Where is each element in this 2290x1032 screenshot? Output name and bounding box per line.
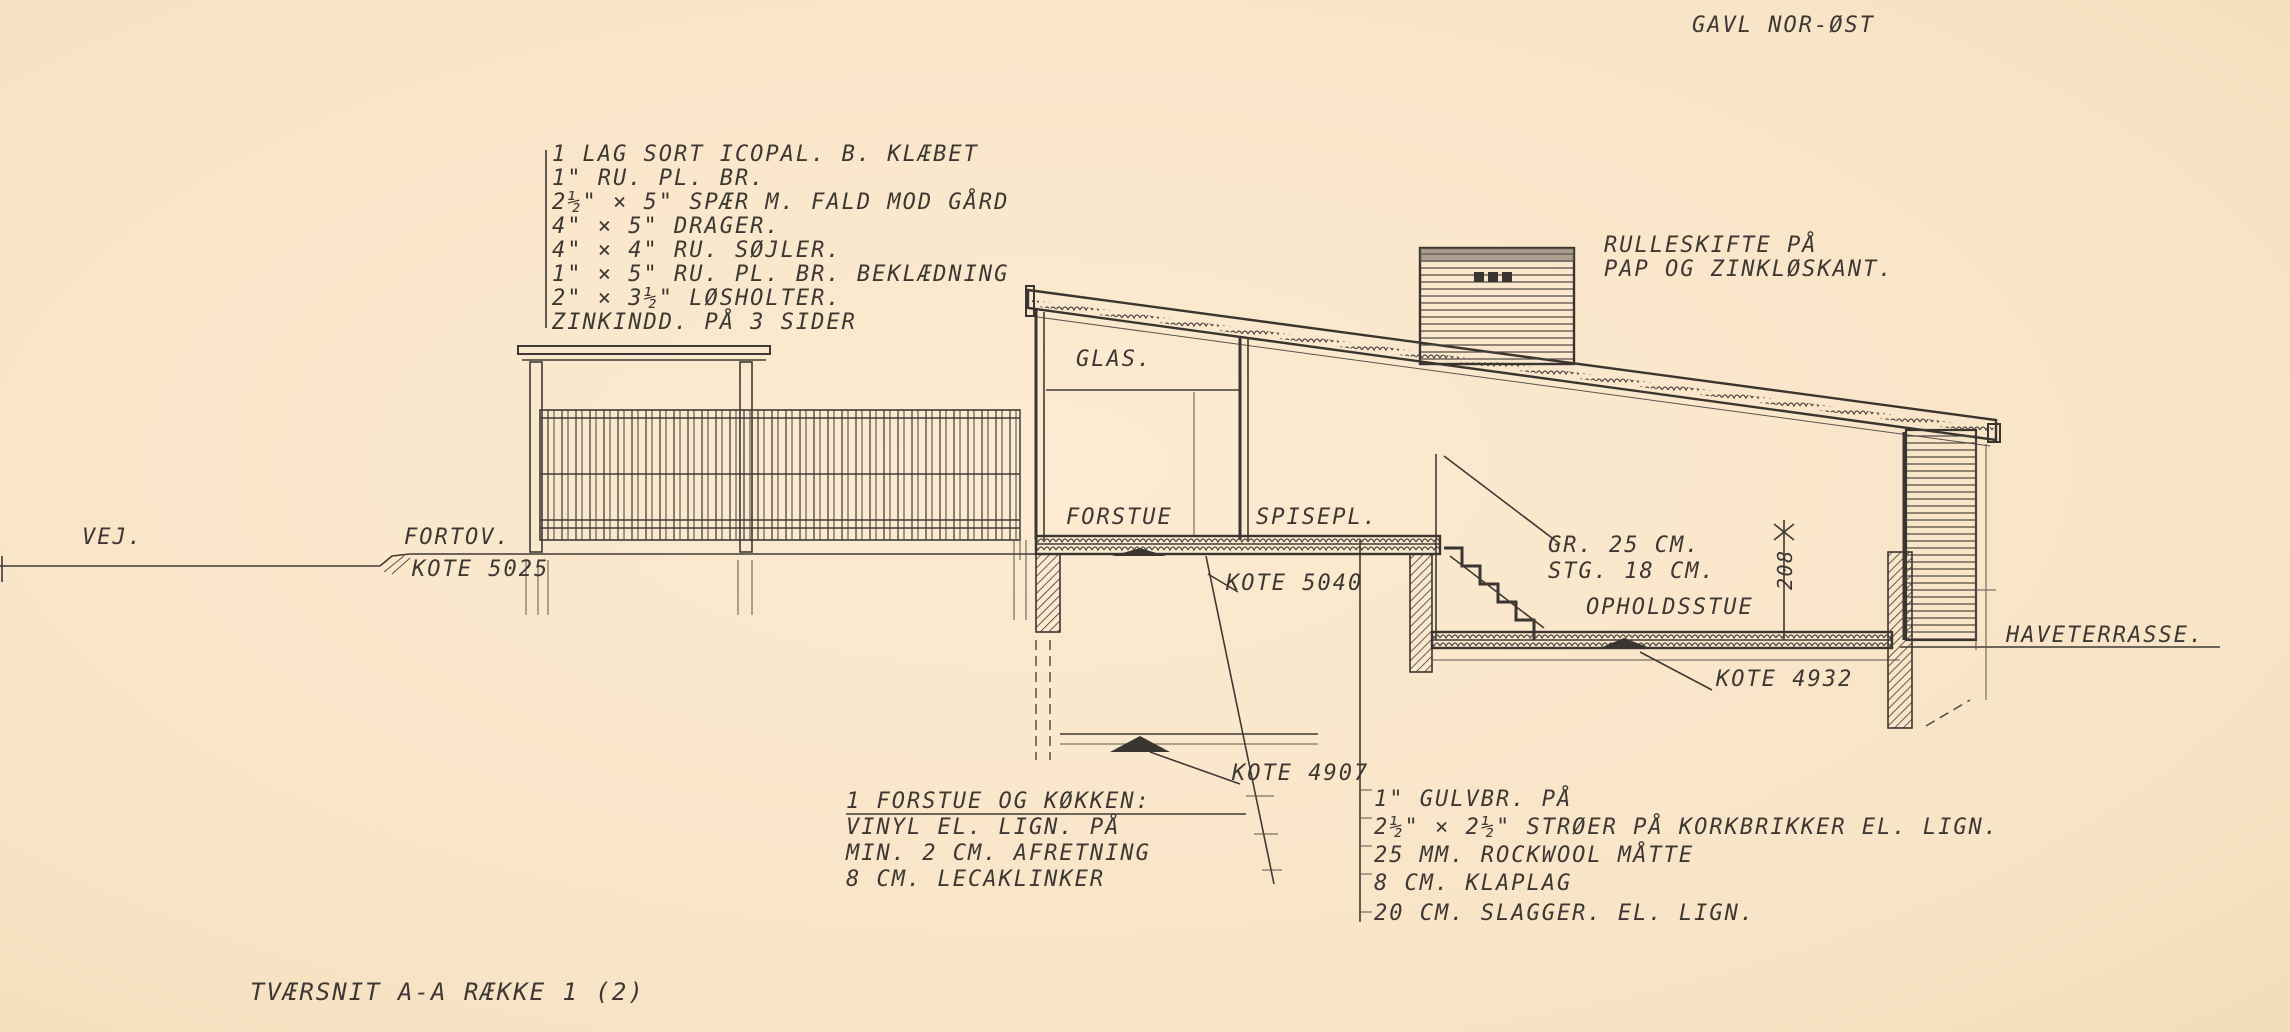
sidewalk-label: FORTOV. [404, 525, 511, 550]
stair-rise: STG. 18 CM. [1548, 559, 1716, 584]
living-floor-4: 8 CM. KLAPLAG [1374, 871, 1572, 896]
roof-layer-3: 2½" × 5" SPÆR M. FALD MOD GÅRD [552, 188, 1009, 215]
hall-level: KOTE 5040 [1225, 571, 1363, 596]
stair-tread: GR. 25 CM. [1548, 533, 1700, 558]
chimney [1418, 246, 1576, 366]
roof-layer-8: ZINKINDD. PÅ 3 SIDER [551, 308, 857, 335]
ground-line [0, 553, 2220, 727]
gable-label: GAVL NOR-ØST [1692, 13, 1875, 38]
house-section [1025, 246, 2001, 760]
hall-floor-2: VINYL EL. LIGN. PÅ [846, 813, 1120, 840]
roof-layer-7: 2" × 3½" LØSHOLTER. [552, 286, 842, 311]
stair [1435, 454, 1561, 640]
roof-layer-5: 4" × 4" RU. SØJLER. [552, 238, 842, 263]
roof-layer-2: 1" RU. PL. BR. [552, 166, 765, 191]
roof-layer-6: 1" × 5" RU. PL. BR. BEKLÆDNING [552, 262, 1009, 287]
living-floor-1: 1" GULVBR. PÅ [1374, 785, 1572, 812]
living-floor-2: 2½" × 2½" STRØER PÅ KORKBRIKKER EL. LIGN… [1374, 813, 1999, 840]
foundation-level: KOTE 4907 [1231, 761, 1369, 786]
road-label: VEJ. [82, 525, 143, 550]
living-room-label: OPHOLDSSTUE [1586, 595, 1754, 620]
glass-label: GLAS. [1076, 347, 1152, 372]
hall-floor-3: MIN. 2 CM. AFRETNING [845, 841, 1151, 866]
height-mark: 208 [1773, 549, 1797, 590]
hall-label: FORSTUE [1066, 505, 1173, 530]
roof-layer-4: 4" × 5" DRAGER. [552, 214, 781, 239]
hall-floor-1: 1 FORSTUE OG KØKKEN: [846, 789, 1151, 814]
garden-terrace-label: HAVETERRASSE. [2005, 623, 2204, 648]
leader-lines [545, 150, 1713, 922]
dining-label: SPISEPL. [1256, 505, 1378, 530]
living-room-level: KOTE 4932 [1715, 667, 1853, 692]
carport-structure [517, 345, 1027, 620]
living-floor-5: 20 CM. SLAGGER. EL. LIGN. [1374, 901, 1755, 926]
drawing-title: TVÆRSNIT A-A RÆKKE 1 (2) [250, 978, 645, 1006]
roof-layer-1: 1 LAG SORT ICOPAL. B. KLÆBET [552, 142, 979, 167]
sidewalk-level: KOTE 5025 [411, 557, 549, 582]
roof-note-2: PAP OG ZINKLØSKANT. [1604, 257, 1894, 282]
hall-floor-4: 8 CM. LECAKLINKER [846, 867, 1105, 892]
annotations: GAVL NOR-ØST 1 LAG SORT ICOPAL. B. KLÆBE… [82, 13, 2204, 1006]
roof-note-1: RULLESKIFTE PÅ [1604, 231, 1817, 258]
living-floor-3: 25 MM. ROCKWOOL MÅTTE [1374, 841, 1694, 868]
